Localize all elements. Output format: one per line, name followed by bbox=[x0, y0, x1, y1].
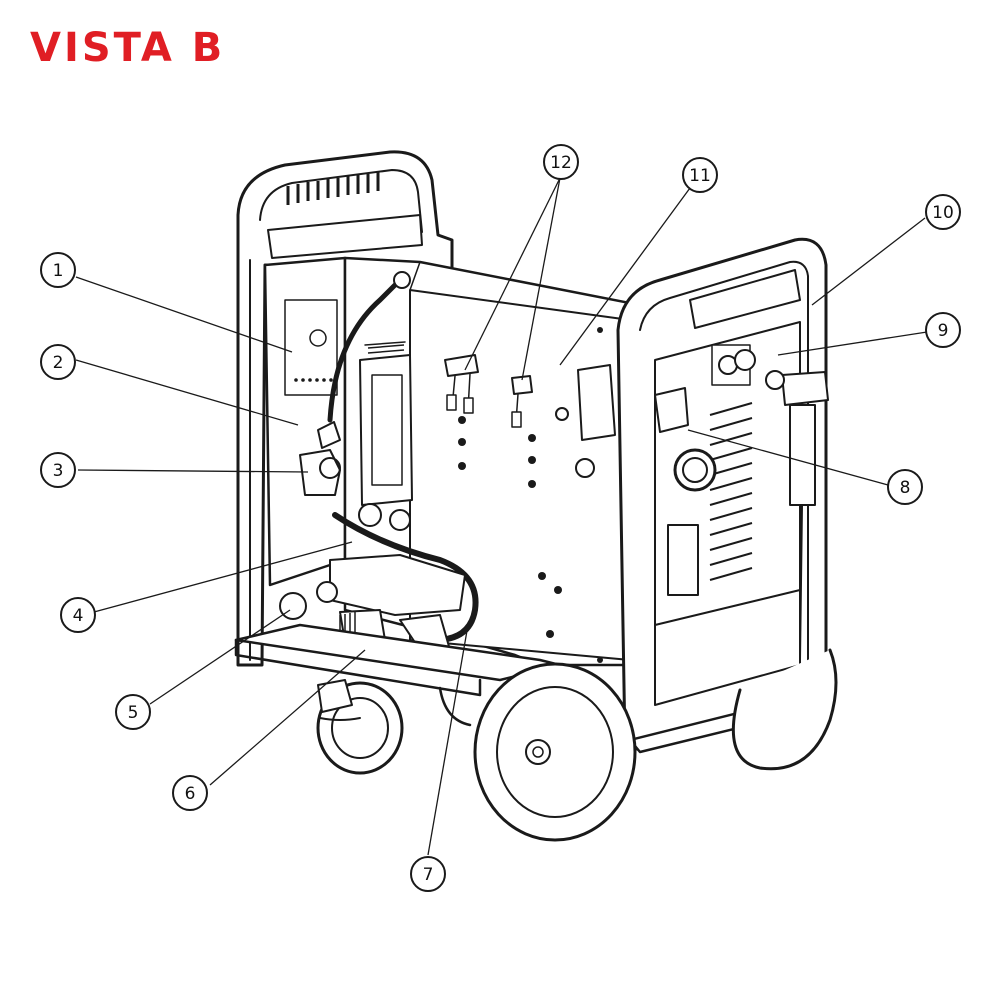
callout-12: 12 bbox=[543, 144, 579, 180]
caster-wheel bbox=[316, 679, 404, 775]
callout-12-label: 12 bbox=[550, 153, 572, 173]
callout-1-label: 1 bbox=[53, 261, 64, 281]
callout-3-label: 3 bbox=[53, 461, 64, 481]
callout-2-label: 2 bbox=[53, 353, 64, 373]
callout-3: 3 bbox=[40, 452, 76, 488]
wheels bbox=[316, 648, 838, 842]
callout-2: 2 bbox=[40, 344, 76, 380]
callout-10: 10 bbox=[925, 194, 961, 230]
callout-5: 5 bbox=[115, 694, 151, 730]
callout-9-label: 9 bbox=[938, 321, 949, 341]
handle-grip bbox=[286, 172, 380, 205]
bottom-mechanics bbox=[234, 503, 562, 697]
callout-8-label: 8 bbox=[900, 478, 911, 498]
front-vents bbox=[709, 402, 753, 581]
callout-7-label: 7 bbox=[423, 865, 434, 885]
front-wheel bbox=[473, 662, 637, 842]
callout-11-label: 11 bbox=[689, 166, 711, 186]
callout-1: 1 bbox=[40, 252, 76, 288]
callout-4: 4 bbox=[60, 597, 96, 633]
leader-lines bbox=[75, 177, 928, 856]
panel-bolts bbox=[458, 327, 603, 663]
view-title: VISTA B bbox=[30, 25, 226, 71]
callout-4-label: 4 bbox=[73, 606, 84, 626]
rear-right-wheel bbox=[731, 648, 838, 771]
chassis bbox=[263, 256, 642, 667]
left-frame bbox=[236, 150, 454, 667]
callout-9: 9 bbox=[925, 312, 961, 348]
left-components bbox=[284, 271, 413, 506]
callout-6-label: 6 bbox=[185, 784, 196, 804]
callout-7: 7 bbox=[410, 856, 446, 892]
callout-10-label: 10 bbox=[932, 203, 954, 223]
callout-6: 6 bbox=[172, 775, 208, 811]
callout-11: 11 bbox=[682, 157, 718, 193]
front-panel bbox=[616, 237, 834, 754]
callout-5-label: 5 bbox=[128, 703, 139, 723]
callout-8: 8 bbox=[887, 469, 923, 505]
